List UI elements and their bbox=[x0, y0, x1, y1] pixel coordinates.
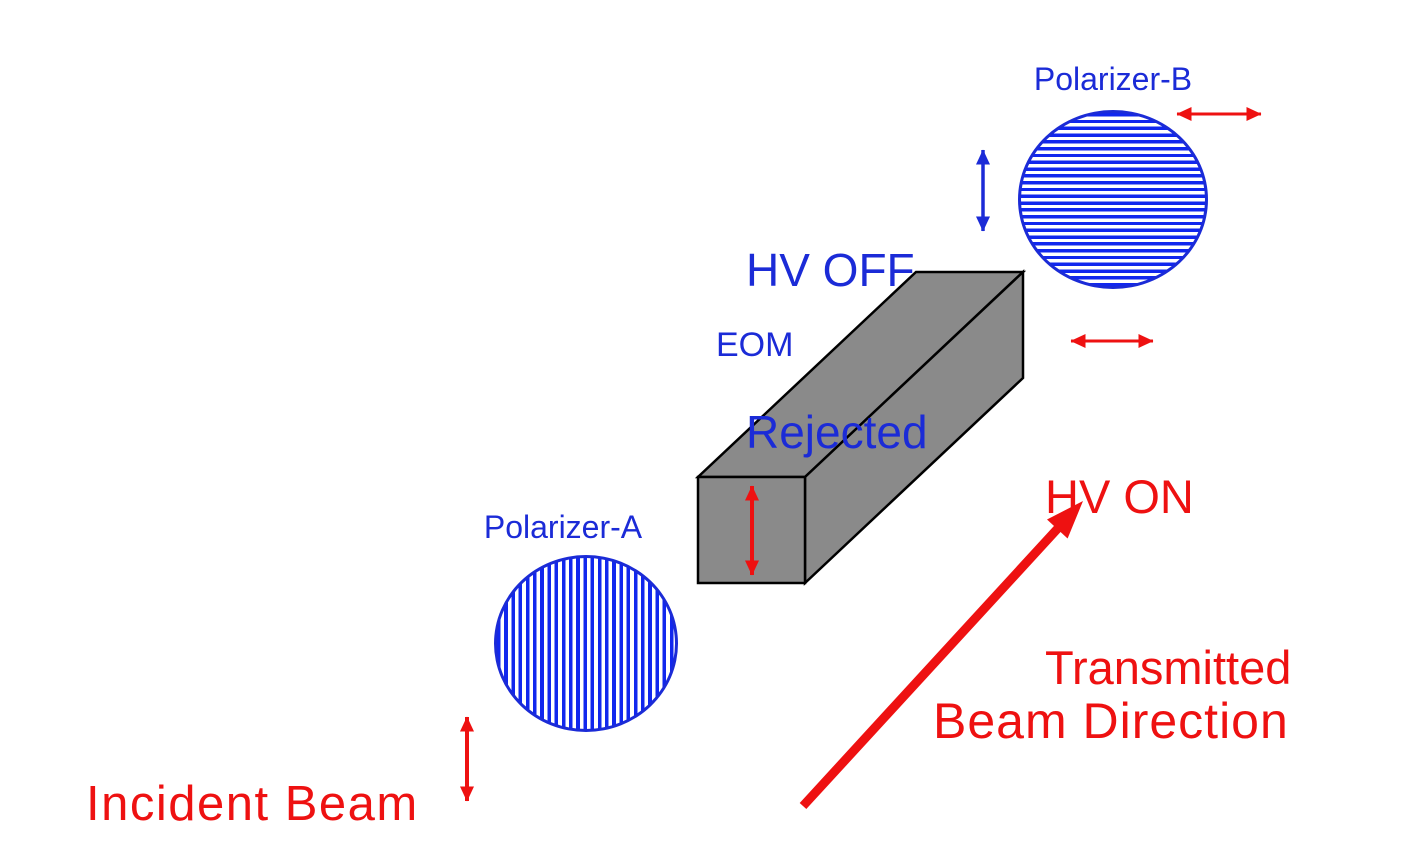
incident-beam-label: Incident Beam Polarization bbox=[86, 632, 419, 850]
polarizer-a-disk bbox=[494, 555, 678, 732]
hv-off-line2: Rejected bbox=[746, 406, 928, 458]
polarizer-b-disk bbox=[1018, 110, 1208, 289]
polarizer-a-label: Polarizer-A bbox=[483, 509, 643, 545]
hv-on-line1: HV ON bbox=[1045, 470, 1194, 523]
hv-on-line2: Transmitted bbox=[1045, 641, 1292, 694]
polarizer-b-label: Polarizer-B bbox=[1033, 61, 1193, 97]
hv-off-line1: HV OFF bbox=[746, 244, 915, 296]
beam-direction-arrow bbox=[799, 501, 1083, 810]
beam-direction-label: Beam Direction bbox=[933, 693, 1289, 749]
hv-on-label: HV ON Transmitted bbox=[1045, 354, 1291, 810]
eom-label: EOM bbox=[716, 326, 794, 364]
incident-beam-line1: Incident Beam bbox=[86, 777, 419, 831]
hv-off-label: HV OFF Rejected bbox=[746, 135, 928, 567]
